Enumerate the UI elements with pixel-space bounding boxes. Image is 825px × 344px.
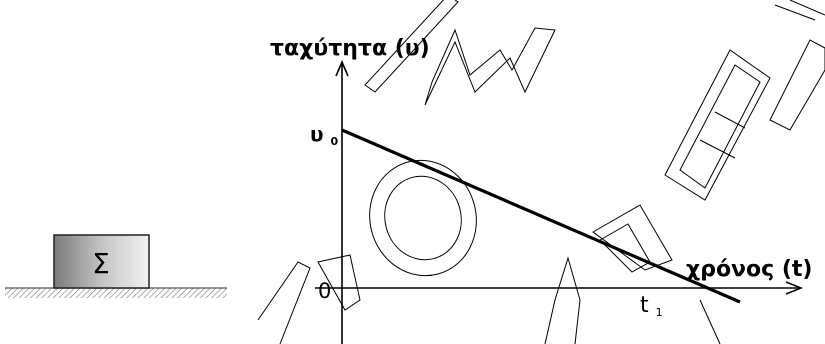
y-axis-arrowhead — [335, 59, 349, 77]
x-axis-label: χρόνος (t) — [686, 257, 812, 282]
x-axis-arrowhead — [785, 281, 804, 295]
v0-label: υ 0 — [310, 122, 338, 148]
t1-label: t 1 — [640, 293, 663, 319]
block-label: Σ — [92, 247, 110, 280]
ground-surface — [5, 288, 227, 298]
v0-subscript: 0 — [330, 135, 338, 148]
velocity-line — [341, 128, 741, 304]
y-axis-label: ταχύτητα (υ) — [270, 36, 430, 61]
block — [53, 234, 150, 289]
axes — [315, 59, 804, 344]
v0-main: υ — [310, 122, 324, 146]
t1-main: t — [640, 293, 649, 318]
origin-label: 0 — [318, 279, 331, 303]
t1-subscript: 1 — [656, 306, 663, 319]
